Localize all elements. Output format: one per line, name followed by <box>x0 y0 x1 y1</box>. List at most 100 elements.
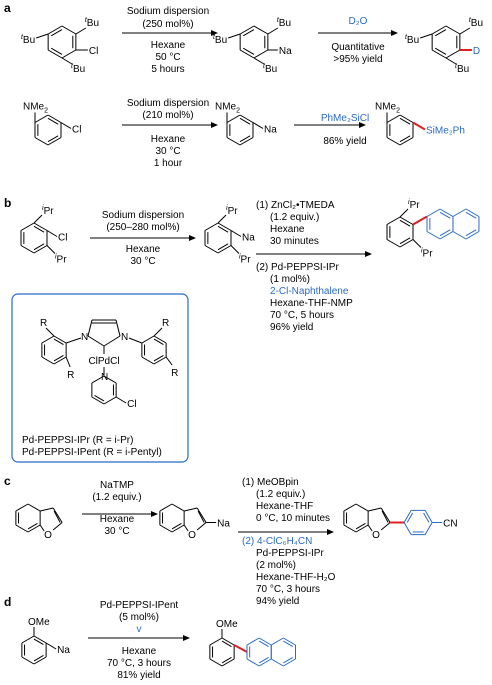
a2-time: 1 hour <box>153 158 183 169</box>
a2-start-nme2: NMe2 <box>23 102 48 115</box>
a2-arrow-1-head <box>211 122 218 128</box>
a1-reagent: Sodium dispersion <box>126 6 210 17</box>
a1-d-tbu-bond <box>445 57 457 65</box>
c-na-bond <box>184 507 198 512</box>
box-caption-ipr: Pd-PEPPSI-IPr (R = i-Pr) <box>22 435 134 446</box>
b-start-cl: Cl <box>58 233 67 244</box>
d-prod-ring-bond <box>209 637 223 646</box>
c-amount: (1.2 equiv.) <box>92 492 142 503</box>
b-start-ring-double-bond <box>33 243 45 251</box>
a2-start-ring-bond <box>47 114 62 123</box>
a1-solvent: Hexane <box>150 40 186 51</box>
a2-si-ring-bond <box>399 114 414 123</box>
a1-start-ring-bond <box>47 49 63 59</box>
d-na-ring-bond <box>21 635 35 644</box>
a2-solvent: Hexane <box>150 134 186 145</box>
box-right-aryl-bond <box>141 356 155 365</box>
b-naphthyl-double-bond <box>439 211 451 219</box>
c-aryl-bond <box>403 510 412 523</box>
panel-label-b: b <box>4 196 12 210</box>
d-na-ring-double-bond <box>33 638 44 645</box>
d-naphthyl-bond <box>283 658 296 667</box>
d-naphthyl-bond <box>246 637 260 646</box>
b-step2-conditions: 70 °C, 5 hours <box>270 310 335 321</box>
a1-na-ring-bond <box>253 25 269 35</box>
a1-start-tbu-bottom: tBu <box>71 63 85 75</box>
a1-start-tbu-bond <box>35 33 49 39</box>
a1-na-ring-bond <box>253 49 269 59</box>
b-naphthyl-bond <box>439 231 454 240</box>
b-prod-ipr-top: iPr <box>408 199 420 211</box>
c-aryl-bond <box>424 522 433 535</box>
b-prod-ipr-bond <box>399 208 409 218</box>
box-cl-bond <box>115 396 127 404</box>
c-temp: 30 °C <box>104 526 130 537</box>
b-start-ring-bond <box>33 245 48 254</box>
a1-start-cl: Cl <box>89 46 98 57</box>
b-temp: 30 °C <box>130 256 156 267</box>
b-na-label: Na <box>242 233 255 244</box>
c-prod-bond <box>380 522 391 531</box>
b-naphthyl-bond <box>426 231 441 240</box>
a2-amount: (210 mol%) <box>142 110 194 121</box>
d-yield: 81% yield <box>117 670 161 681</box>
box-right-aryl-bond <box>153 356 167 365</box>
d-catalyst: Pd-PEPPSI-IPent <box>99 600 179 611</box>
b-na-ipr-bond <box>217 214 227 224</box>
d-ome-label: OMe <box>28 617 50 628</box>
a2-start-cl-bond <box>60 122 72 129</box>
a2-si-ring-double-bond <box>399 135 411 143</box>
c-na-bond <box>183 524 189 532</box>
d-naphthyl-double-bond <box>283 640 294 647</box>
c-aryl-double-bond <box>423 512 430 523</box>
a1-start-ring-bond <box>47 25 63 35</box>
c-na-bond <box>196 507 207 523</box>
a1-na-label: Na <box>279 46 292 57</box>
c-arrow-1-head <box>151 511 158 517</box>
a2-start-ring-bond <box>34 114 49 123</box>
a2-na-ring-bond <box>239 137 254 146</box>
d-naphthyl-double-bond <box>258 640 269 647</box>
b-prod-ring-bond <box>399 239 414 248</box>
box-r-label: R <box>40 318 47 329</box>
a2-start-cl: Cl <box>72 125 81 136</box>
box-pyridine-cl: Cl <box>127 399 136 410</box>
a2-silyl-reagent: PhMe₂SiCl <box>320 113 370 124</box>
d-naphthyl-bond <box>283 637 296 646</box>
a1-na-tbu-top: tBu <box>277 17 291 29</box>
c-step1-solvent: Hexane-THF <box>256 501 314 512</box>
a2-yield: 86% yield <box>323 136 367 147</box>
c-start-bond <box>27 503 41 512</box>
a2-na-label: Na <box>264 125 277 136</box>
c-na-bond <box>171 503 185 512</box>
a1-na-ring-bond <box>239 49 255 59</box>
box-right-aryl-bond <box>153 335 167 344</box>
c-start-bond <box>27 524 41 533</box>
b-arrow-1-head <box>189 235 196 241</box>
d-naphthyl-bond <box>246 658 260 667</box>
c-step2-catalyst: Pd-PEPPSI-IPr <box>256 548 324 559</box>
a1-start-tbu-bond <box>75 27 87 35</box>
a1-start-ring-bond <box>61 49 77 59</box>
c-prod-bond <box>367 524 373 532</box>
box-left-aryl-bond <box>53 335 67 344</box>
c-prod-double-bond <box>355 523 366 530</box>
b-reagent: Sodium dispersion <box>101 210 185 221</box>
b-step1: (1) ZnCl₂•TMEDA <box>256 200 335 211</box>
b-naphthyl-double-bond <box>439 229 451 237</box>
a1-d-ring-bond <box>431 49 447 59</box>
a2-si-ring-bond <box>386 114 401 123</box>
b-na-ring-double-bond <box>217 225 229 233</box>
b-prod-ring-double-bond <box>399 219 411 227</box>
c-start-bond <box>52 507 63 523</box>
a1-d-label: D <box>473 46 480 57</box>
c-start-bond <box>15 503 29 512</box>
a1-start-ring-bond <box>61 25 77 35</box>
a2-si-label: SiMe₂Ph <box>426 126 465 137</box>
a1-d-ring-double-bond <box>434 29 447 37</box>
d-na-bond <box>45 642 57 650</box>
box-left-aryl-bond <box>41 335 55 344</box>
d-prod-new-bond <box>233 644 248 653</box>
a2-na-nme2: NMe2 <box>215 102 240 115</box>
c-start-o: O <box>44 530 52 541</box>
